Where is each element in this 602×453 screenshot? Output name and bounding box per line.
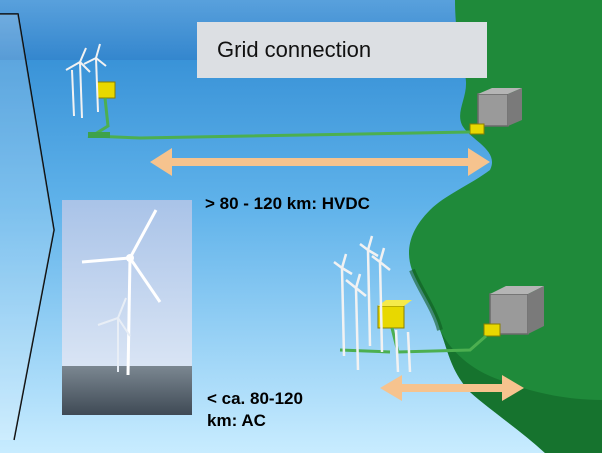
coastline-land bbox=[409, 0, 602, 453]
coastline-shadow bbox=[440, 330, 602, 453]
far-converter-box bbox=[469, 123, 485, 135]
ac-label-line1: < ca. 80-120 bbox=[207, 389, 303, 408]
hvdc-distance-arrow bbox=[150, 148, 490, 176]
near-ac-cable bbox=[390, 327, 487, 354]
coast-edge-left bbox=[409, 268, 443, 331]
title-text: Grid connection bbox=[217, 37, 372, 62]
ac-label-line2: km: AC bbox=[207, 411, 266, 430]
grid-connection-title: Grid connection bbox=[197, 22, 487, 78]
onshore-substation-far bbox=[477, 93, 509, 127]
ac-distance-label: < ca. 80-120 km: AC bbox=[207, 388, 387, 432]
callout-outline bbox=[0, 13, 55, 441]
far-turbine-group bbox=[65, 43, 107, 119]
near-converter-box bbox=[483, 323, 501, 337]
near-turbine-group bbox=[333, 235, 412, 373]
hvdc-distance-label: > 80 - 120 km: HVDC bbox=[205, 194, 370, 213]
turbine-photo bbox=[62, 200, 192, 415]
ac-distance-arrow bbox=[380, 375, 524, 401]
far-offshore-platform bbox=[96, 81, 116, 99]
